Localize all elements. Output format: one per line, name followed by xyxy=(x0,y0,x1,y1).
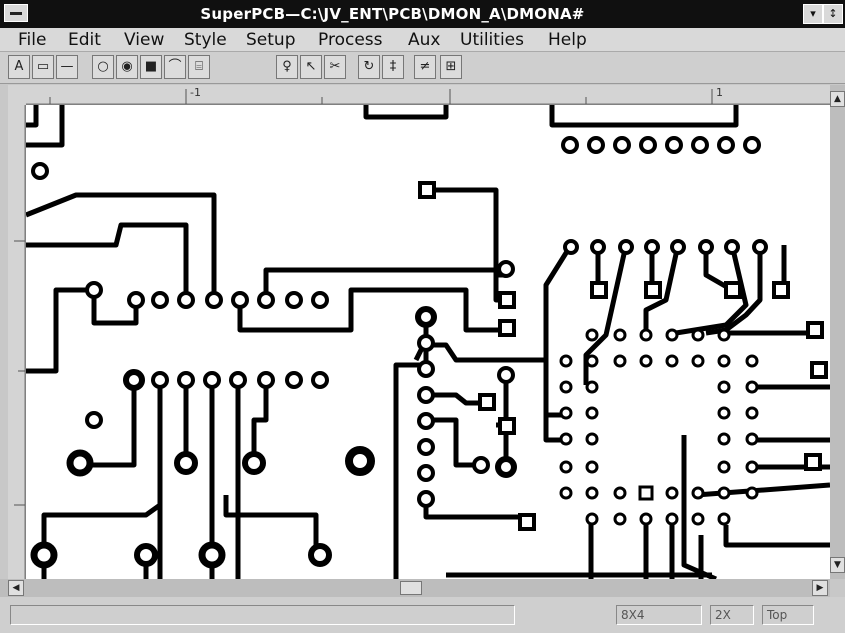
menu-help[interactable]: Help xyxy=(548,30,587,50)
ruler-ticks-vertical xyxy=(14,105,26,579)
square-pads xyxy=(418,181,828,531)
menu-view[interactable]: View xyxy=(124,30,165,50)
menu-style[interactable]: Style xyxy=(184,30,227,50)
window-title: SuperPCB—C:\JV_ENT\PCB\DMON_A\DMONA# xyxy=(200,5,585,23)
horizontal-scrollbar[interactable]: ◀ ▶ xyxy=(0,579,830,597)
status-bar: 8X4 2X Top xyxy=(0,597,845,633)
status-grid: 8X4 xyxy=(616,605,702,625)
status-zoom: 2X xyxy=(710,605,754,625)
menu-utilities[interactable]: Utilities xyxy=(460,30,524,50)
ruler-ticks xyxy=(26,89,830,105)
circle-tool-icon[interactable]: ○ xyxy=(92,55,114,79)
scroll-up-arrow-icon[interactable]: ▲ xyxy=(830,91,845,107)
ruler-mark-1: 1 xyxy=(716,86,723,99)
title-bar: SuperPCB—C:\JV_ENT\PCB\DMON_A\DMONA# ▾ ↕ xyxy=(0,0,845,28)
scroll-right-arrow-icon[interactable]: ▶ xyxy=(812,580,828,596)
scroll-left-arrow-icon[interactable]: ◀ xyxy=(8,580,24,596)
restore-button[interactable]: ↕ xyxy=(823,4,843,24)
vertical-ruler[interactable] xyxy=(8,105,26,579)
arc-tool-icon[interactable]: ⌒ xyxy=(164,55,186,79)
rotate-tool-icon[interactable]: ↻ xyxy=(358,55,380,79)
menu-aux[interactable]: Aux xyxy=(408,30,441,50)
status-layer: Top xyxy=(762,605,814,625)
pcb-canvas[interactable] xyxy=(26,105,830,579)
menu-process[interactable]: Process xyxy=(318,30,383,50)
pcb-layout xyxy=(26,105,830,579)
menu-edit[interactable]: Edit xyxy=(68,30,101,50)
pads xyxy=(30,136,768,569)
horizontal-scroll-thumb[interactable] xyxy=(400,581,422,595)
text-tool-icon[interactable]: A xyxy=(8,55,30,79)
probe-tool-icon[interactable]: ♀ xyxy=(276,55,298,79)
horizontal-ruler[interactable]: -1 1 xyxy=(26,85,830,105)
component-tool-icon[interactable]: ⌸ xyxy=(188,55,210,79)
route-tool-icon[interactable]: ≠ xyxy=(414,55,436,79)
line-tool-icon[interactable]: — xyxy=(56,55,78,79)
rectangle-tool-icon[interactable]: ▭ xyxy=(32,55,54,79)
status-message-panel xyxy=(10,605,515,625)
cut-tool-icon[interactable]: ✂ xyxy=(324,55,346,79)
square-pad-tool-icon[interactable]: ■ xyxy=(140,55,162,79)
system-menu-button[interactable] xyxy=(4,4,28,22)
toolbar: A ▭ — ○ ◉ ■ ⌒ ⌸ ♀ ↖ ✂ ↻ ‡ ≠ ⊞ xyxy=(0,52,845,84)
menu-setup[interactable]: Setup xyxy=(246,30,296,50)
menu-bar: File Edit View Style Setup Process Aux U… xyxy=(0,28,845,52)
minimize-button[interactable]: ▾ xyxy=(803,4,823,24)
scroll-down-arrow-icon[interactable]: ▼ xyxy=(830,557,845,573)
ruler-corner xyxy=(8,85,26,105)
pointer-tool-icon[interactable]: ↖ xyxy=(300,55,322,79)
library-tool-icon[interactable]: ⊞ xyxy=(440,55,462,79)
vertical-scrollbar[interactable]: ▲ ▼ xyxy=(830,85,845,579)
pad-tool-icon[interactable]: ◉ xyxy=(116,55,138,79)
menu-file[interactable]: File xyxy=(18,30,47,50)
mirror-tool-icon[interactable]: ‡ xyxy=(382,55,404,79)
traces xyxy=(26,105,830,579)
ruler-mark-neg1: -1 xyxy=(190,86,201,99)
